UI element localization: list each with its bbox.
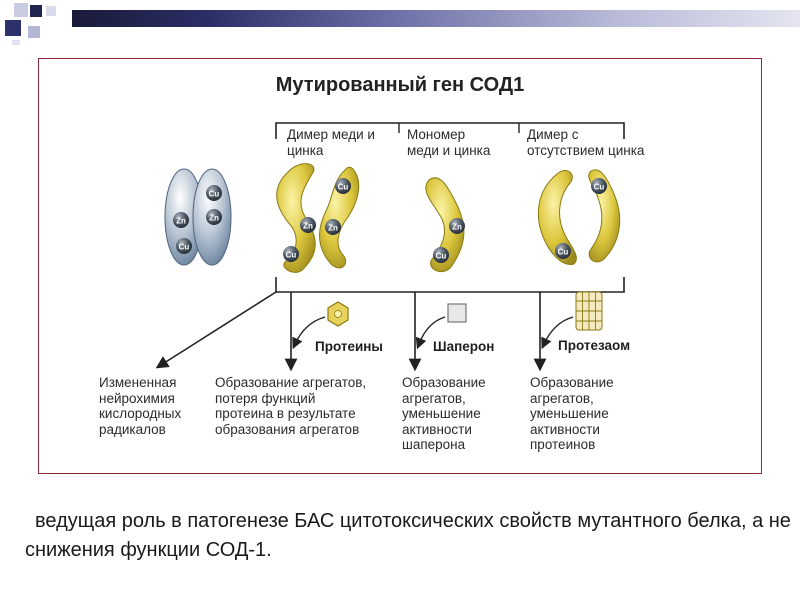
svg-text:Cu: Cu [436, 252, 447, 261]
protein-hexagon-icon [327, 301, 349, 327]
interactor-label-proteins: Протеины [315, 339, 383, 354]
bottom-bracket [275, 277, 625, 293]
svg-text:Zn: Zn [303, 222, 313, 231]
chaperone-square-icon [447, 303, 467, 323]
header-gradient-bar [72, 10, 800, 27]
interactor-label-chaperone: Шаперон [433, 339, 495, 354]
svg-text:Zn: Zn [328, 224, 338, 233]
mutant-copper-zinc-dimer: Zn Cu Cu Zn [276, 163, 360, 273]
slide-caption: ведущая роль в патогенезе БАС цитотоксич… [25, 510, 791, 561]
interactor-label-proteasome: Протезаом [558, 338, 631, 353]
svg-text:Cu: Cu [558, 248, 569, 257]
svg-text:Cu: Cu [338, 183, 349, 192]
proteins-interaction-arrow [292, 316, 326, 350]
diagram-graphics: Zn Cu Cu Zn Zn Cu Cu Zn Zn Cu Cu Cu [155, 122, 625, 372]
mutant-zinc-deficient-dimer: Cu Cu [537, 169, 621, 265]
normal-sod1-dimer: Zn Cu Cu Zn [164, 168, 232, 266]
svg-text:Zn: Zn [209, 214, 219, 223]
svg-text:Zn: Zn [176, 217, 186, 226]
svg-text:Cu: Cu [209, 190, 220, 199]
svg-text:Cu: Cu [286, 251, 297, 260]
corner-decoration [0, 0, 60, 45]
arrow-to-oxygen-radicals [155, 291, 277, 369]
outcome-protein-function-loss: Образование агрегатов,потеря функций про… [215, 375, 367, 437]
proteasome-interaction-arrow [541, 316, 574, 350]
mutant-monomer: Zn Cu [425, 177, 465, 273]
chaperone-interaction-arrow [415, 316, 446, 350]
top-bracket [275, 122, 625, 139]
svg-text:Cu: Cu [179, 243, 190, 252]
svg-text:Zn: Zn [452, 223, 462, 232]
proteasome-barrel-icon [575, 291, 603, 331]
diagram-title: Мутированный ген СОД1 [275, 74, 525, 96]
svg-text:Cu: Cu [594, 183, 605, 192]
